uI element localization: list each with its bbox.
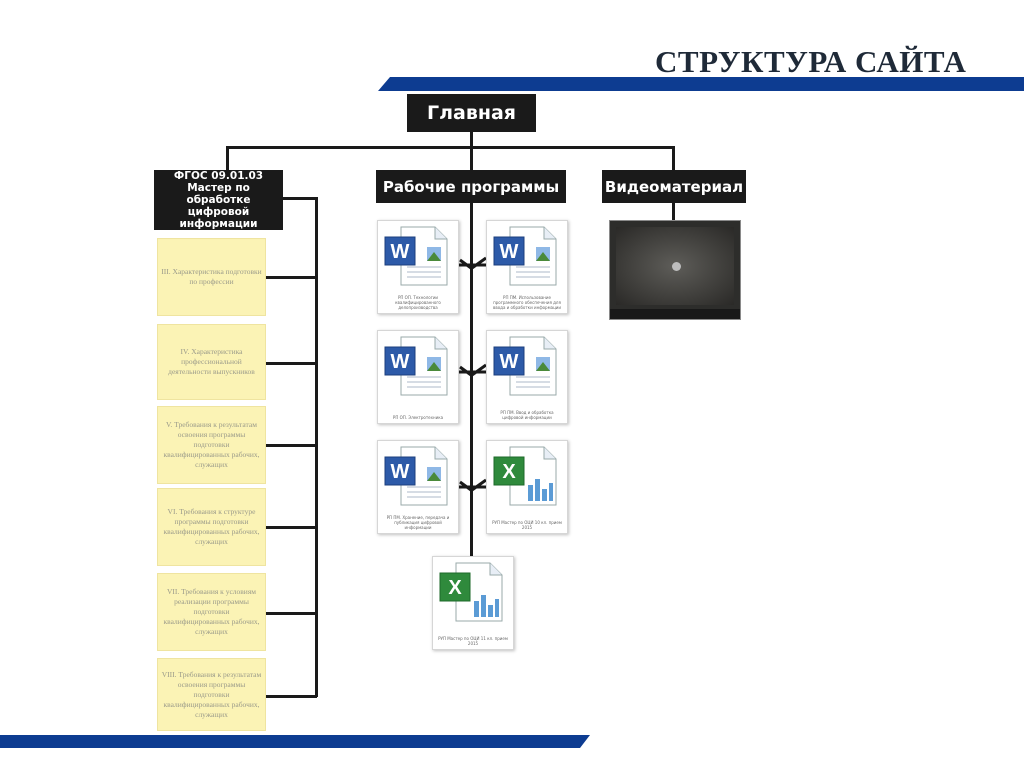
connector-fgos-spine xyxy=(315,197,318,697)
fgos-item: VIII. Требования к результатам освоения … xyxy=(157,658,266,731)
svg-text:X: X xyxy=(502,461,516,483)
connector-item-2 xyxy=(266,362,317,365)
program-file-card[interactable]: W РП ОП. Электротехника xyxy=(377,330,459,424)
connector-fgos-right xyxy=(283,197,317,200)
file-caption: РП ПМ. Хранение, передача и публикация ц… xyxy=(386,515,450,530)
program-file-card[interactable]: X РУП Мастер по ОЦИ 10 кл. прием 2015 xyxy=(486,440,568,534)
connector-item-6 xyxy=(266,695,317,698)
svg-text:X: X xyxy=(448,577,462,599)
file-caption: РП ПМ. Ввод и обработка цифровой информа… xyxy=(500,410,554,420)
node-fgos: ФГОС 09.01.03 Мастер по обработке цифров… xyxy=(154,170,283,230)
video-player-icon[interactable] xyxy=(672,262,681,271)
word-document-icon: W xyxy=(384,446,448,506)
program-file-card[interactable]: W РП ПМ. Хранение, передача и публикация… xyxy=(377,440,459,534)
connector-item-3 xyxy=(266,444,317,447)
program-file-card[interactable]: X РУП Мастер по ОЦИ 11 кл. прием 2015 xyxy=(432,556,514,650)
excel-document-icon: X xyxy=(493,446,557,506)
connector-item-5 xyxy=(266,612,317,615)
svg-text:W: W xyxy=(391,241,410,263)
video-player[interactable] xyxy=(609,220,741,320)
connector-video-down xyxy=(672,203,675,221)
connector-root-down xyxy=(470,132,473,148)
node-programs: Рабочие программы xyxy=(376,170,566,203)
program-file-card[interactable]: W РП ПМ. Использование программного обес… xyxy=(486,220,568,314)
program-file-card[interactable]: W РП ПМ. Ввод и обработка цифровой инфор… xyxy=(486,330,568,424)
word-document-icon: W xyxy=(493,226,557,286)
connector-horizontal xyxy=(226,146,675,149)
top-blue-band xyxy=(378,77,1024,91)
excel-document-icon: X xyxy=(439,562,503,622)
connector-fgos xyxy=(226,146,229,171)
file-caption: РП ПМ. Использование программного обеспе… xyxy=(493,295,561,310)
connector-programs-spine xyxy=(470,203,473,560)
fgos-item: IV. Характеристика профессиональной деят… xyxy=(157,324,266,400)
svg-text:W: W xyxy=(500,351,519,373)
slide-title: СТРУКТУРА САЙТА xyxy=(655,44,967,79)
program-file-card[interactable]: W РП ОП. Технологии квалифицированного д… xyxy=(377,220,459,314)
connector-programs xyxy=(470,146,473,171)
word-document-icon: W xyxy=(384,336,448,396)
connector-video xyxy=(672,146,675,171)
file-caption: РП ОП. Электротехника xyxy=(392,415,444,420)
bottom-blue-band xyxy=(0,735,590,748)
video-controls-bar[interactable] xyxy=(610,309,740,319)
svg-text:W: W xyxy=(500,241,519,263)
fgos-item: V. Требования к результатам освоения про… xyxy=(157,406,266,484)
connector-item-1 xyxy=(266,276,317,279)
word-document-icon: W xyxy=(493,336,557,396)
fgos-item: VI. Требования к структуре программы под… xyxy=(157,488,266,566)
node-video: Видеоматериал xyxy=(602,170,746,203)
connector-item-4 xyxy=(266,526,317,529)
fgos-item: III. Характеристика подготовки по профес… xyxy=(157,238,266,316)
node-home: Главная xyxy=(407,94,536,132)
file-caption: РП ОП. Технологии квалифицированного дел… xyxy=(395,295,441,310)
fgos-item: VII. Требования к условиям реализации пр… xyxy=(157,573,266,651)
svg-text:W: W xyxy=(391,461,410,483)
file-caption: РУП Мастер по ОЦИ 11 кл. прием 2015 xyxy=(438,636,508,646)
word-document-icon: W xyxy=(384,226,448,286)
file-caption: РУП Мастер по ОЦИ 10 кл. прием 2015 xyxy=(492,520,562,530)
svg-text:W: W xyxy=(391,351,410,373)
